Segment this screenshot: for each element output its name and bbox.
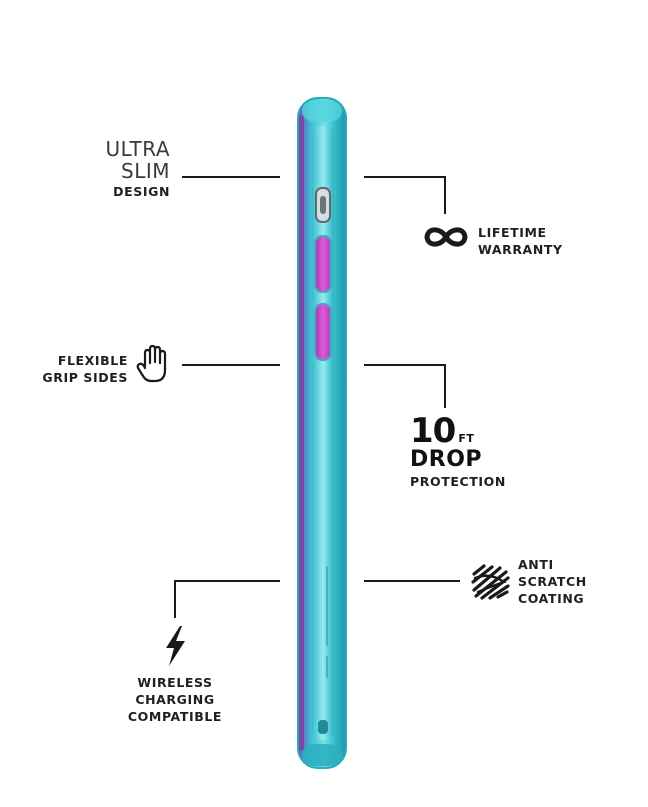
hand-icon — [136, 344, 170, 384]
ultra-slim-line1: ULTRA — [105, 137, 170, 161]
connector-line-drop-v — [444, 364, 446, 408]
wireless-line1: WIRELESS — [137, 675, 213, 690]
drop-sub: PROTECTION — [410, 474, 506, 489]
ultra-slim-line3: DESIGN — [113, 184, 170, 199]
feature-lifetime-warranty: LIFETIME WARRANTY — [478, 224, 563, 258]
drop-word: DROP — [410, 447, 483, 472]
drop-unit: FT — [458, 432, 475, 445]
connector-line-wireless-v — [174, 580, 176, 618]
connector-line-grip — [182, 364, 280, 366]
lifetime-line1: LIFETIME — [478, 225, 547, 240]
wireless-line3: COMPATIBLE — [127, 709, 223, 724]
connector-line-wireless-h — [174, 580, 280, 582]
phone-case-side-view — [296, 96, 348, 770]
scribble-icon — [470, 562, 512, 602]
grip-line1: FLEXIBLE — [57, 353, 128, 368]
scratch-line1: ANTI — [518, 557, 554, 572]
grip-line2: GRIP SIDES — [42, 370, 128, 385]
connector-line-ultra-slim — [182, 176, 280, 178]
connector-line-scratch — [364, 580, 460, 582]
connector-line-drop-h — [364, 364, 446, 366]
feature-ultra-slim: ULTRA SLIM DESIGN — [90, 138, 170, 200]
infinity-icon — [422, 222, 470, 252]
lightning-bolt-icon — [160, 624, 190, 668]
feature-flexible-grip: FLEXIBLE GRIP SIDES — [40, 352, 128, 386]
connector-line-lifetime-v — [444, 176, 446, 214]
connector-line-lifetime-h — [364, 176, 446, 178]
wireless-line2: CHARGING — [135, 692, 215, 707]
scratch-line3: COATING — [518, 591, 585, 606]
scratch-line2: SCRATCH — [518, 574, 587, 589]
ultra-slim-line2: SLIM — [121, 159, 170, 183]
lifetime-line2: WARRANTY — [478, 242, 563, 257]
feature-anti-scratch: ANTI SCRATCH COATING — [518, 556, 587, 607]
phone-case-drawing — [297, 97, 347, 769]
drop-number: 10 — [410, 411, 456, 451]
feature-wireless-charging: WIRELESS CHARGING COMPATIBLE — [120, 674, 230, 725]
